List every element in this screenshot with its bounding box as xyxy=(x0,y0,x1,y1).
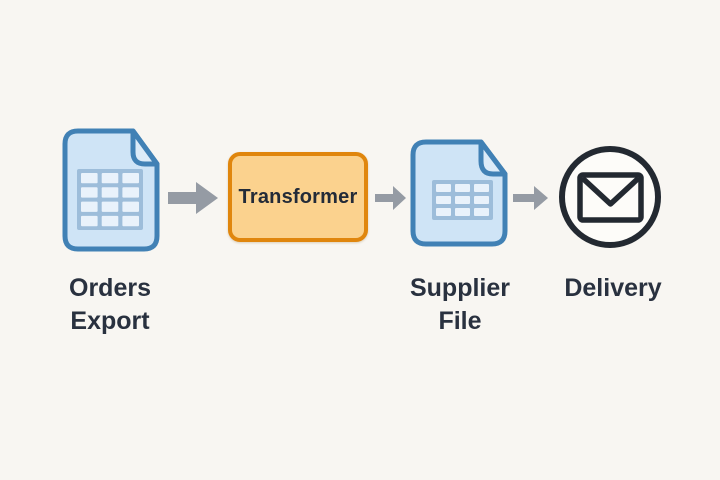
delivery-label-line1: Delivery xyxy=(564,274,662,302)
table-grid xyxy=(432,180,493,220)
orders-export-label-line1: Orders xyxy=(69,274,151,302)
supplier-file-label-line2: File xyxy=(438,307,482,335)
node-transformer: Transformer xyxy=(228,152,368,242)
envelope-in-circle-icon xyxy=(559,146,661,248)
envelope-flap xyxy=(581,177,640,207)
spreadsheet-file-icon xyxy=(62,128,160,252)
orders-export-label: Orders Export xyxy=(20,272,200,338)
spreadsheet-file-icon xyxy=(410,139,508,247)
arrow-right-icon xyxy=(375,186,406,210)
table-grid xyxy=(77,169,143,230)
orders-export-label-line2: Export xyxy=(70,307,150,335)
arrow-right-icon xyxy=(513,186,548,210)
transformer-label: Transformer xyxy=(238,185,358,208)
supplier-file-label-line1: Supplier xyxy=(409,274,510,302)
arrow-right-icon xyxy=(168,182,218,214)
supplier-file-label: Supplier File xyxy=(370,272,550,338)
file-fold-corner xyxy=(478,139,508,177)
delivery-label: Delivery xyxy=(523,272,703,305)
file-fold-corner xyxy=(130,128,160,167)
